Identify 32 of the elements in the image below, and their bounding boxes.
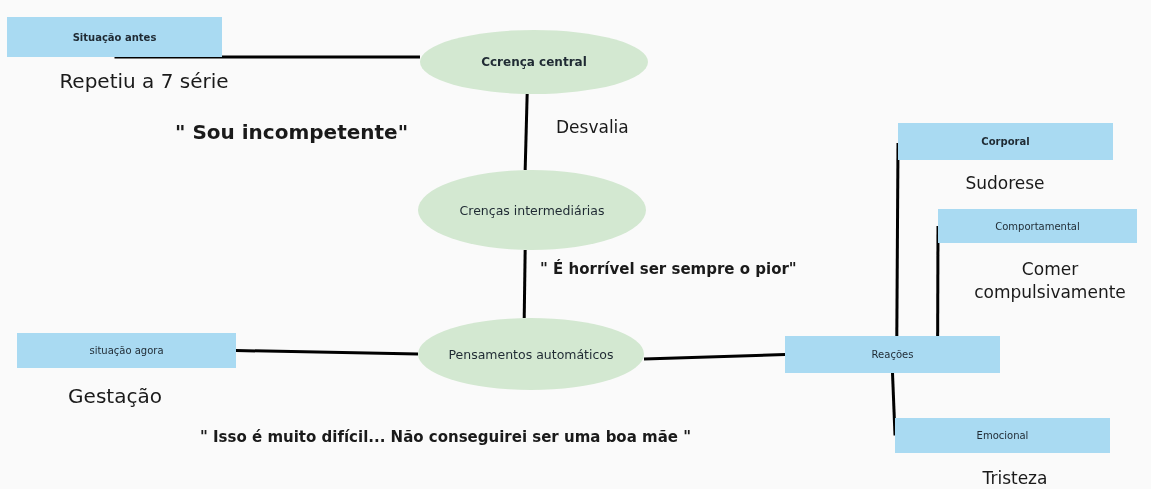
quote-text: " Sou incompetente" xyxy=(175,120,410,144)
quote-text: " Isso é muito difícil... Não conseguirei ser uma boa mãe " xyxy=(200,428,692,446)
connector-line xyxy=(895,142,900,336)
label-box xyxy=(898,123,1113,160)
note-text: Desvalia xyxy=(556,117,630,137)
quote-text: " É horrível ser sempre o pior" xyxy=(540,260,798,278)
connector-line xyxy=(235,349,419,356)
node-label: Emocional xyxy=(975,430,1030,441)
connector-line xyxy=(522,249,527,319)
connector-line xyxy=(114,55,420,59)
connector-line xyxy=(643,353,786,361)
label-box xyxy=(7,17,222,57)
node-label: Corporal xyxy=(980,136,1031,147)
note-text: Comer compulsivamente xyxy=(973,258,1127,304)
node-label: Crenças intermediárias xyxy=(458,202,606,218)
connector-line xyxy=(936,226,940,336)
node-label: Reações xyxy=(870,349,915,360)
label-box xyxy=(938,209,1137,243)
connector-line xyxy=(891,372,897,436)
note-text: Sudorese xyxy=(964,172,1046,195)
node-label: Situação antes xyxy=(71,31,158,43)
node-label: Pensamentos automáticos xyxy=(447,346,615,362)
node-label: Comportamental xyxy=(994,220,1081,232)
node-label: situação agora xyxy=(88,345,165,356)
note-text: Gestação xyxy=(67,383,163,410)
note-text: Tristeza xyxy=(981,467,1049,489)
note-text: Repetiu a 7 série xyxy=(58,68,230,95)
connector-line xyxy=(523,93,529,171)
label-box xyxy=(17,333,236,368)
label-box xyxy=(785,336,1000,373)
label-box xyxy=(895,418,1110,453)
node-label: Ccrença central xyxy=(480,55,588,69)
